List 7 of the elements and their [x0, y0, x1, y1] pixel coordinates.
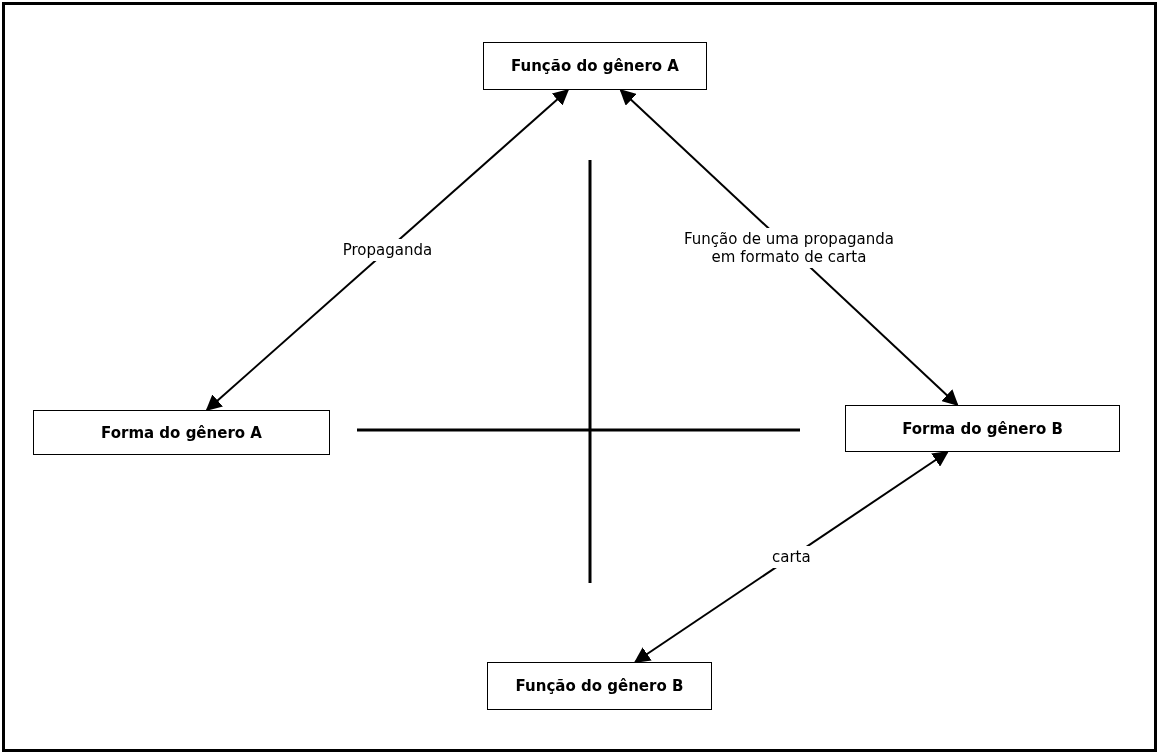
double-arrow — [633, 451, 949, 663]
genre-box: Forma do gênero B — [845, 405, 1120, 452]
genre-box: Função do gênero B — [487, 662, 712, 710]
double-arrow — [619, 88, 959, 407]
genre-box: Função do gênero A — [483, 42, 707, 90]
double-arrow — [205, 88, 570, 412]
genre-box: Forma do gênero A — [33, 410, 330, 455]
